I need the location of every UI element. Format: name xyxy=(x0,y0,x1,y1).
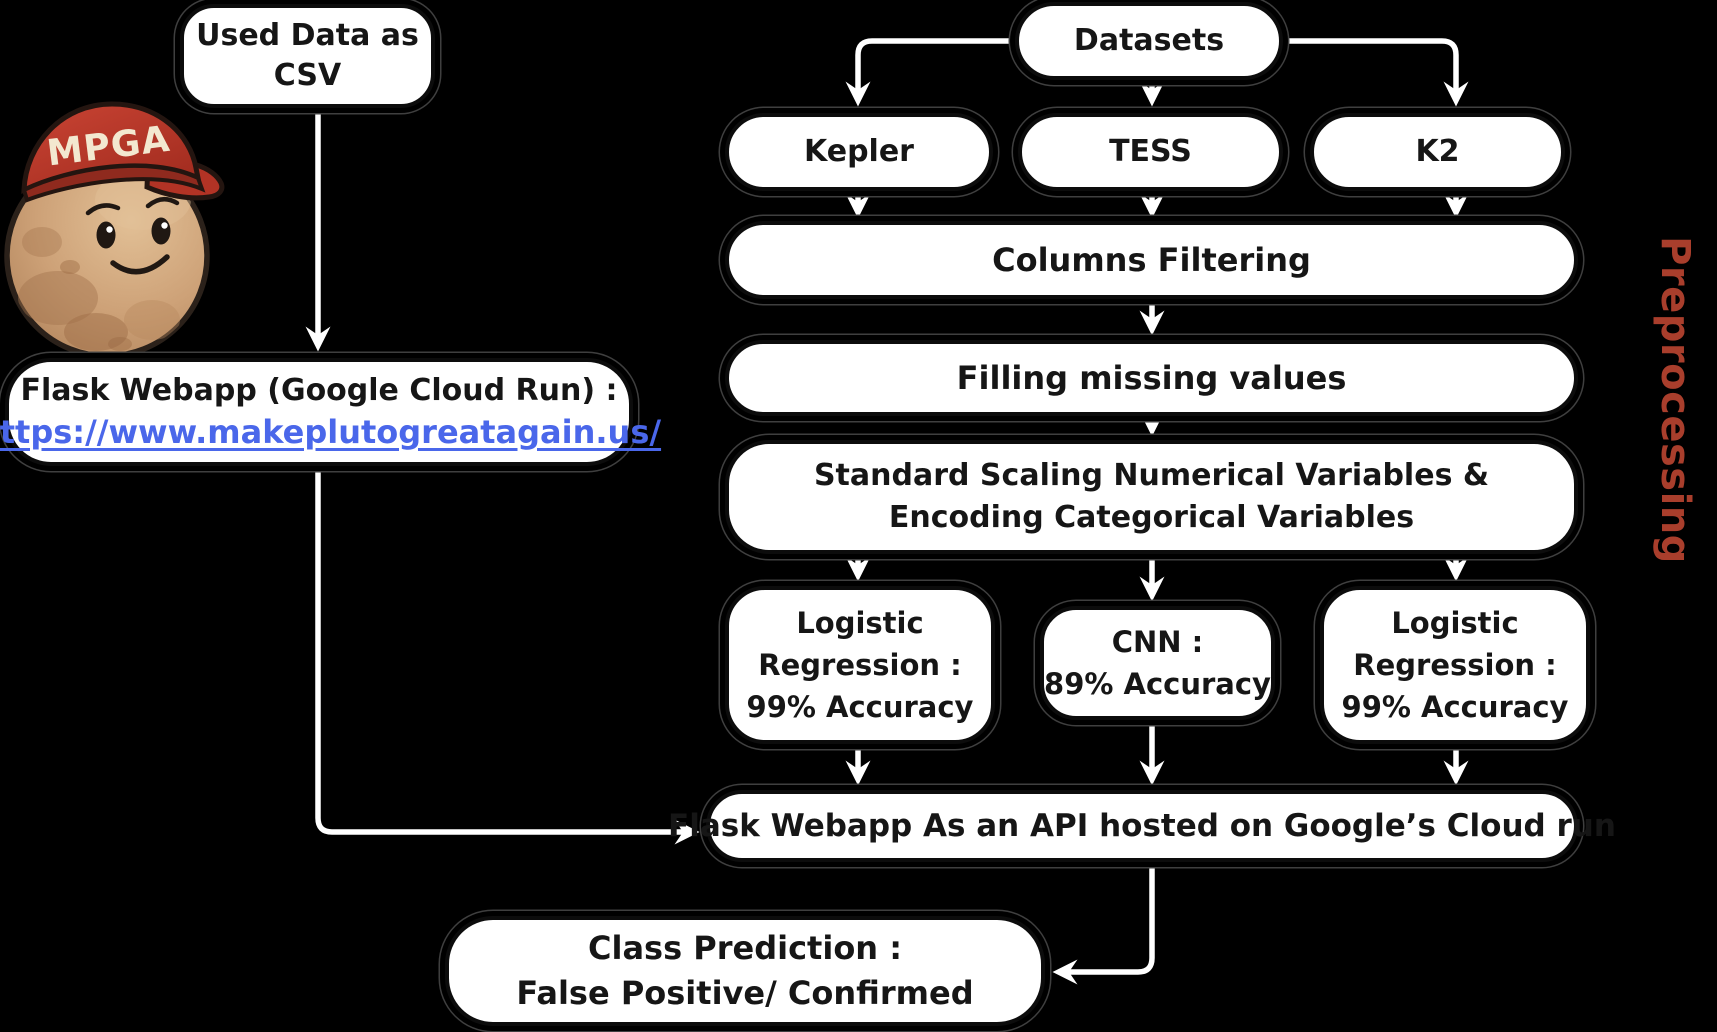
lr-left-line2: Regression : xyxy=(758,647,962,682)
scaling-line1: Standard Scaling Numerical Variables & xyxy=(813,458,1490,493)
left-eyebrow xyxy=(85,203,121,216)
right-eyebrow xyxy=(145,196,180,209)
k2-label: K2 xyxy=(1415,134,1460,170)
pluto-mascot-graphic: MPGA xyxy=(4,101,225,359)
node-class-prediction: Class Prediction : False Positive/ Confi… xyxy=(445,916,1045,1026)
cnn-line1: CNN : xyxy=(1111,624,1204,659)
smile xyxy=(110,254,170,275)
columns-filtering-label: Columns Filtering xyxy=(992,240,1311,279)
lr-right-line3: 99% Accuracy xyxy=(1341,690,1569,725)
arrow-webapp-to-api xyxy=(315,467,700,845)
tess-label: TESS xyxy=(1109,134,1192,170)
used-data-line1: Used Data as xyxy=(196,18,419,54)
node-datasets: Datasets xyxy=(1015,2,1283,80)
mpga-cap: MPGA xyxy=(21,101,225,203)
webapp-link[interactable]: https://www.makeplutogreatagain.us/ xyxy=(0,412,662,451)
flask-webapp-title: Flask Webapp (Google Cloud Run) : xyxy=(20,373,618,409)
node-used-data-csv: Used Data as CSV xyxy=(180,4,435,108)
node-logistic-regression-right: Logistic Regression : 99% Accuracy xyxy=(1320,586,1590,744)
cnn-line2: 89% Accuracy xyxy=(1044,667,1271,701)
arrow-datasets-to-kepler xyxy=(845,38,1015,107)
preprocessing-section-label: Preprocessing xyxy=(1652,236,1698,564)
class-prediction-line1: Class Prediction : xyxy=(587,929,903,968)
arrow-api-to-class-prediction xyxy=(1052,862,1155,985)
lr-left-line3: 99% Accuracy xyxy=(746,690,974,725)
right-eye xyxy=(151,217,171,245)
pluto-mascot: MPGA xyxy=(0,82,228,364)
node-logistic-regression-left: Logistic Regression : 99% Accuracy xyxy=(725,586,995,744)
node-columns-filtering: Columns Filtering xyxy=(725,221,1578,299)
node-cnn: CNN : 89% Accuracy xyxy=(1040,606,1275,720)
node-flask-webapp: Flask Webapp (Google Cloud Run) : https:… xyxy=(0,358,661,466)
flask-api-label: Flask Webapp As an API hosted on Google’… xyxy=(668,807,1616,844)
kepler-label: Kepler xyxy=(804,134,914,170)
left-eye xyxy=(96,221,116,249)
lr-right-line2: Regression : xyxy=(1353,647,1557,682)
datasets-label: Datasets xyxy=(1073,23,1225,59)
cap-band xyxy=(21,163,206,203)
node-k2: K2 xyxy=(1310,113,1565,191)
lr-left-line1: Logistic xyxy=(796,605,924,640)
scaling-line2: Encoding Categorical Variables xyxy=(888,500,1415,535)
node-filling-missing-values: Filling missing values xyxy=(725,340,1578,416)
node-kepler: Kepler xyxy=(725,113,993,191)
node-flask-api: Flask Webapp As an API hosted on Google’… xyxy=(668,790,1616,862)
filling-missing-label: Filling missing values xyxy=(956,358,1347,397)
lr-right-line1: Logistic xyxy=(1391,605,1519,640)
node-tess: TESS xyxy=(1018,113,1283,191)
used-data-line2: CSV xyxy=(273,58,342,93)
class-prediction-line2: False Positive/ Confirmed xyxy=(516,974,974,1012)
node-scaling-encoding: Standard Scaling Numerical Variables & E… xyxy=(725,440,1578,554)
arrow-datasets-to-k2 xyxy=(1283,38,1469,107)
